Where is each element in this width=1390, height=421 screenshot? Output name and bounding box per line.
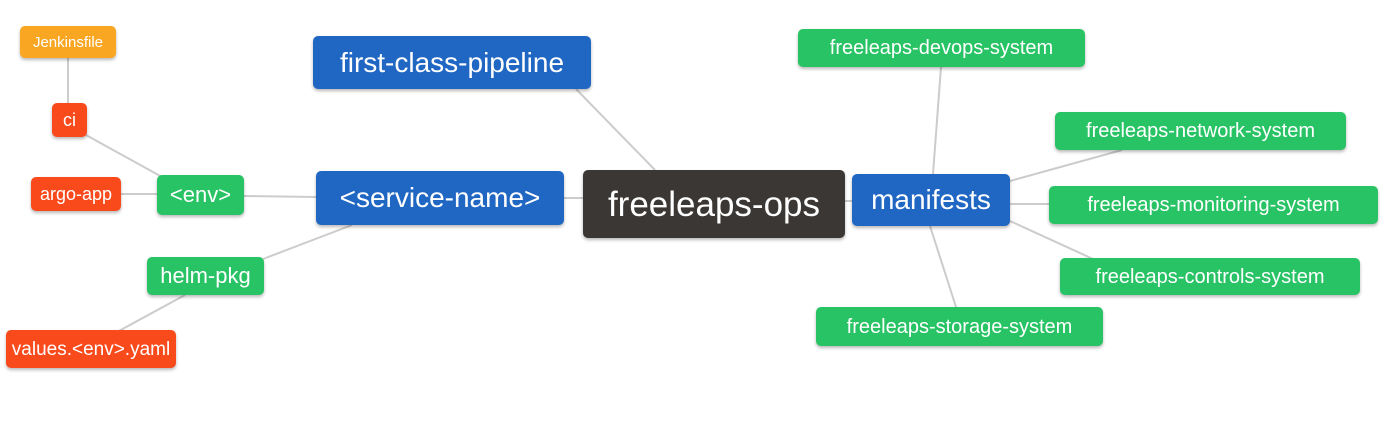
edge-helm-pkg-service-name [262, 224, 353, 260]
node-values-env-yaml[interactable]: values.<env>.yaml [6, 330, 176, 368]
node-first-class-pipeline[interactable]: first-class-pipeline [313, 36, 591, 89]
node-argo-app[interactable]: argo-app [31, 177, 121, 211]
node-jenkinsfile[interactable]: Jenkinsfile [20, 26, 116, 58]
edge-manifests-controls [1009, 220, 1094, 260]
node-freeleaps-ops-root[interactable]: freeleaps-ops [583, 170, 845, 238]
node-freeleaps-monitoring-system[interactable]: freeleaps-monitoring-system [1049, 186, 1378, 224]
node-ci[interactable]: ci [52, 103, 87, 137]
node-freeleaps-devops-system[interactable]: freeleaps-devops-system [798, 29, 1085, 67]
edge-manifests-devops [932, 66, 942, 175]
node-manifests[interactable]: manifests [852, 174, 1010, 226]
node-env[interactable]: <env> [157, 175, 244, 215]
node-service-name[interactable]: <service-name> [316, 171, 564, 225]
edge-pipeline-root [575, 88, 656, 171]
node-helm-pkg[interactable]: helm-pkg [147, 257, 264, 295]
edge-manifests-storage [929, 225, 957, 308]
node-freeleaps-storage-system[interactable]: freeleaps-storage-system [816, 307, 1103, 346]
edge-values-helm-pkg [116, 294, 186, 333]
node-freeleaps-controls-system[interactable]: freeleaps-controls-system [1060, 258, 1360, 295]
edge-manifests-network [1009, 149, 1123, 182]
edge-ci-env [85, 134, 163, 178]
edge-env-service-name [243, 195, 317, 198]
node-freeleaps-network-system[interactable]: freeleaps-network-system [1055, 112, 1346, 150]
